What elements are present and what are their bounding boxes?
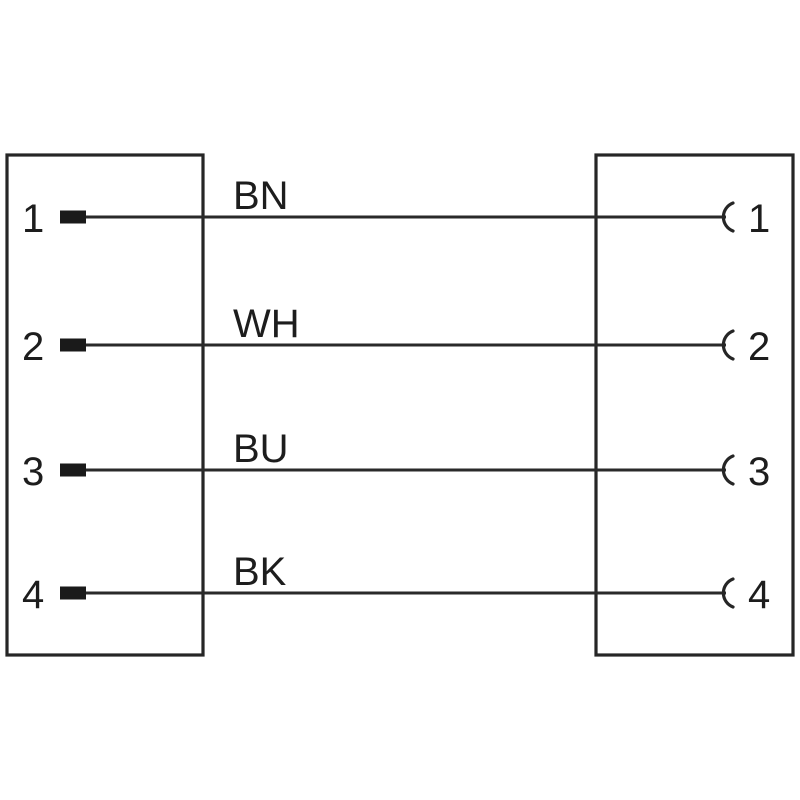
left-connector-body — [5, 153, 205, 657]
right-pin-number-2: 2 — [748, 325, 770, 369]
wire-row-2: 2 2 WH — [22, 302, 770, 369]
right-socket-contact-2 — [721, 329, 735, 361]
left-pin-number-2: 2 — [22, 325, 44, 369]
wire-row-3: 3 3 BU — [22, 427, 770, 494]
wire-label-1: BN — [233, 174, 289, 218]
wire-label-2: WH — [233, 302, 300, 346]
left-pin-number-4: 4 — [22, 573, 44, 617]
right-pin-number-3: 3 — [748, 450, 770, 494]
left-pin-number-3: 3 — [22, 450, 44, 494]
left-pin-contact-2 — [60, 338, 86, 352]
wire-row-1: 1 1 BN — [22, 174, 770, 241]
wire-label-4: BK — [233, 550, 287, 594]
left-pin-number-1: 1 — [22, 197, 44, 241]
wire-row-4: 4 4 BK — [22, 550, 770, 617]
wire-label-3: BU — [233, 427, 289, 471]
right-socket-contact-4 — [721, 577, 735, 609]
right-connector-body — [594, 153, 795, 657]
right-pin-number-4: 4 — [748, 573, 770, 617]
right-socket-contact-1 — [721, 201, 735, 233]
left-pin-contact-1 — [60, 210, 86, 224]
left-pin-contact-4 — [60, 586, 86, 600]
right-pin-number-1: 1 — [748, 197, 770, 241]
left-pin-contact-3 — [60, 463, 86, 477]
right-socket-contact-3 — [721, 454, 735, 486]
